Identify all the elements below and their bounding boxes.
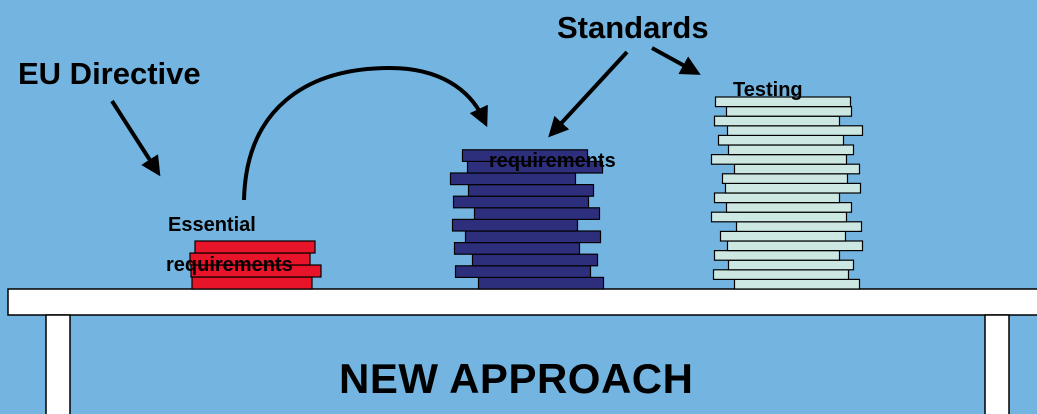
testing-stack-layer xyxy=(727,144,855,156)
standards-stack-layer xyxy=(477,276,605,290)
testing-stack-layer xyxy=(710,154,848,165)
standards-stack-layer xyxy=(453,242,581,255)
standards-stack-layer xyxy=(467,184,595,197)
testing-stack-layer xyxy=(721,173,849,185)
table-leg-right xyxy=(984,314,1010,414)
testing-stack-layer xyxy=(733,163,861,175)
testing-stack-layer xyxy=(713,192,841,204)
arrow-standards-to-requirements xyxy=(548,50,629,138)
new-approach-title: NEW APPROACH xyxy=(339,355,694,402)
testing-stack-layer xyxy=(712,269,850,280)
standards-stack-layer xyxy=(454,265,592,278)
eu-directive-label: EU Directive xyxy=(18,56,201,91)
standards-stack-layer xyxy=(464,230,602,244)
testing-stack-layer xyxy=(735,221,863,233)
standards-stack-layer xyxy=(473,207,601,221)
testing-stack-layer xyxy=(733,278,861,290)
arrow-eu-directive xyxy=(110,99,161,177)
table xyxy=(7,288,1037,414)
table-leg-left xyxy=(45,314,71,414)
testing-stack-layer xyxy=(724,182,862,194)
standards-stack-layer xyxy=(471,253,599,267)
essential-label-line2: requirements xyxy=(166,254,293,276)
essential-stack-layer xyxy=(194,240,316,254)
table-top xyxy=(7,288,1037,316)
testing-stack-layer xyxy=(725,105,853,117)
arrow-standards-to-testing xyxy=(651,46,701,75)
testing-label: Testing xyxy=(733,79,803,101)
testing-stack-layer xyxy=(717,134,845,146)
testing-stack-layer xyxy=(713,250,841,261)
testing-stack-layer xyxy=(727,259,855,271)
requirements-label: requirements xyxy=(489,150,616,172)
testing-stack-layer xyxy=(726,125,864,137)
standards-stack-layer xyxy=(452,195,590,209)
standards-stack-layer xyxy=(461,149,589,163)
standards-stack xyxy=(449,149,605,290)
testing-stack-layer xyxy=(714,96,852,108)
standards-stack-layer xyxy=(449,172,577,186)
standards-stack-layer xyxy=(451,218,579,232)
essential-requirements-stack xyxy=(189,240,322,290)
testing-stack-layer xyxy=(713,115,841,127)
testing-stack-layer xyxy=(719,230,847,242)
testing-stack-layer xyxy=(726,240,864,252)
testing-stack-layer xyxy=(725,202,853,213)
curved-arrow-essential-to-standards xyxy=(242,65,488,201)
essential-label-line1: Essential xyxy=(168,214,256,236)
essential-stack-layer xyxy=(191,276,313,290)
testing-stack-layer xyxy=(710,211,848,223)
testing-stack xyxy=(710,96,864,290)
standards-label: Standards xyxy=(557,10,709,45)
